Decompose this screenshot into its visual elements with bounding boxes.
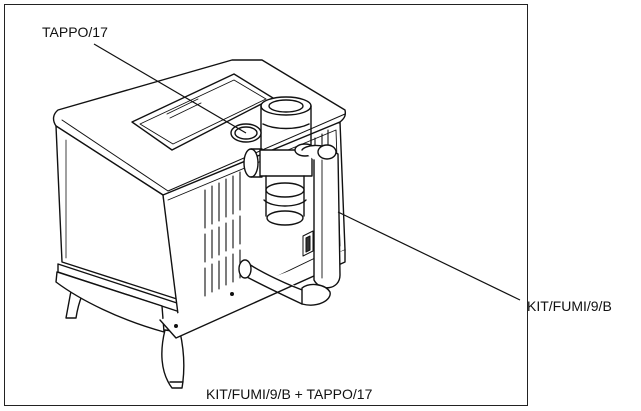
stove-leg-front — [161, 329, 185, 389]
stove-side-panel — [55, 125, 181, 333]
leader-line-kit — [337, 211, 521, 301]
panel-details — [174, 230, 314, 328]
label-kit-fumi: KIT/FUMI/9/B — [527, 298, 612, 314]
label-tappo: TAPPO/17 — [42, 24, 108, 40]
flue-kit — [230, 96, 341, 306]
stove-top — [52, 59, 347, 198]
vent-grille — [204, 129, 332, 297]
leader-line-tappo — [93, 43, 247, 134]
drawing-frame — [4, 4, 528, 406]
figure-caption: KIT/FUMI/9/B + TAPPO/17 — [206, 386, 373, 402]
